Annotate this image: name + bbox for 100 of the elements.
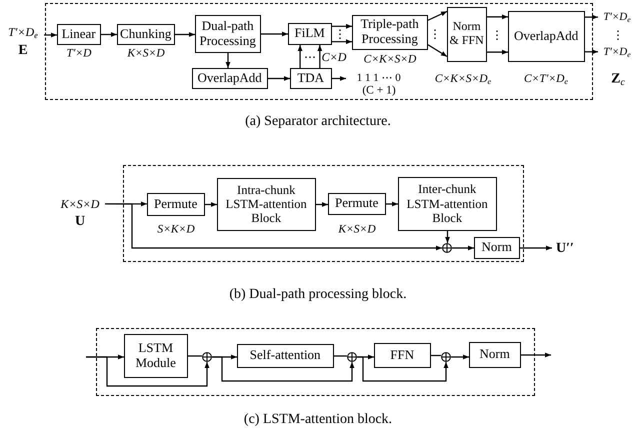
box-label: LSTM Module	[134, 340, 177, 371]
tensor-shape-label: C×K×S×D	[364, 54, 416, 66]
tensor-shape-label: T′×D$_{e}$	[8, 25, 38, 42]
process-box	[146, 192, 205, 216]
tensor-symbol: U′′	[552, 240, 578, 256]
process-box	[288, 22, 332, 45]
connector-line	[188, 355, 202, 357]
vertical-ellipsis: ⋮	[429, 28, 441, 40]
tensor-shape-label: C×T′×D$_{e}$	[524, 74, 568, 86]
dashed-frame	[45, 3, 593, 100]
process-box	[192, 68, 268, 89]
box-label: FiLM	[294, 26, 325, 42]
box-label: Self-attention	[250, 348, 321, 364]
ellipsis: ⋯	[304, 51, 316, 63]
arrow	[298, 45, 302, 68]
arrow	[428, 44, 448, 57]
tensor-symbol: E	[18, 42, 28, 60]
arrow	[317, 45, 322, 68]
arrow	[226, 53, 230, 68]
adder-icon	[202, 352, 212, 362]
arrow	[487, 50, 508, 54]
figure-caption: (b) Dual-path processing block.	[229, 288, 407, 302]
box-label: Linear	[62, 26, 96, 42]
figure-caption: (a) Separator architecture.	[245, 115, 391, 129]
arrow	[86, 356, 210, 387]
count-label: (C + 1)	[362, 85, 396, 97]
arrow	[357, 356, 448, 382]
process-box	[508, 10, 585, 62]
tensor-shape-label: C×D	[322, 51, 346, 63]
tensor-shape-label: S×K×D	[157, 224, 195, 236]
box-label: Triple-path Processing	[360, 17, 420, 48]
arrow	[585, 14, 598, 20]
arrow	[445, 231, 450, 243]
arrow	[316, 202, 328, 207]
arrow	[261, 32, 288, 36]
arrow	[451, 354, 469, 360]
arrow	[386, 202, 398, 206]
arrow	[44, 32, 57, 38]
process-box	[236, 344, 334, 368]
box-label: Permute	[154, 196, 198, 212]
process-box	[474, 236, 520, 259]
process-box	[446, 6, 487, 62]
box-label: Permute	[335, 196, 378, 212]
process-box	[398, 176, 497, 231]
arrow	[212, 356, 354, 382]
tensor-shape-label: C×K×S×D$_{e}$	[434, 74, 492, 86]
arrow	[487, 14, 508, 20]
process-box	[116, 24, 175, 45]
arrow	[268, 76, 290, 81]
arrow	[101, 32, 117, 37]
adder-icon	[442, 242, 452, 253]
box-label: FFN	[390, 348, 414, 363]
tensor-shape-label: K×S×D	[127, 48, 165, 60]
output-symbol: Z$_{c}$	[611, 72, 625, 88]
box-label: Norm	[480, 347, 510, 362]
arrow	[428, 10, 448, 21]
process-box	[328, 192, 386, 215]
figure-caption: (c) LSTM-attention block.	[244, 413, 392, 427]
box-label: Norm	[482, 240, 512, 256]
arrow	[105, 203, 442, 250]
dashed-frame	[96, 328, 535, 396]
process-box	[290, 68, 332, 89]
tensor-symbol: U	[74, 212, 86, 231]
mask-vector-label: 1 1 1 ⋯ 0	[346, 70, 412, 86]
process-box	[56, 24, 101, 45]
arrow	[332, 39, 352, 44]
tensor-shape-label: K×S×D	[60, 197, 100, 213]
connector-line	[334, 355, 347, 357]
process-box	[352, 14, 428, 50]
box-label: Dual-path Processing	[198, 18, 257, 49]
process-box	[124, 334, 188, 378]
box-label: Chunking	[120, 26, 172, 42]
arrow	[205, 202, 217, 207]
arrow	[585, 49, 598, 54]
vertical-ellipsis: ⋮	[612, 29, 624, 41]
tensor-shape-label: T′×D	[66, 48, 92, 60]
box-label: TDA	[297, 70, 324, 86]
connector-line	[431, 354, 441, 356]
arrow	[452, 246, 474, 250]
box-label: OverlapAdd	[514, 28, 578, 44]
dashed-frame	[123, 165, 524, 262]
arrow	[332, 24, 352, 29]
vertical-ellipsis: ⋮	[491, 29, 503, 41]
arrow	[175, 32, 195, 37]
vertical-ellipsis: ⋮	[334, 28, 346, 40]
box-label: Norm & FFN	[448, 20, 485, 48]
tensor-shape-label: T′×D$_{e}$	[598, 45, 636, 60]
adder-icon	[346, 352, 357, 362]
box-label: Inter-chunk LSTM-attention Block	[406, 182, 489, 226]
tensor-shape-label: T′×D$_{e}$	[598, 10, 636, 25]
tensor-shape-label: K×S×D	[338, 224, 376, 236]
arrow	[520, 246, 552, 250]
arrow	[521, 352, 551, 358]
box-label: OverlapAdd	[198, 70, 262, 86]
process-box	[216, 178, 316, 231]
process-box	[374, 342, 431, 368]
adder-icon	[440, 352, 451, 362]
box-label: Intra-chunk LSTM-attention Block	[224, 182, 308, 226]
arrow	[332, 76, 346, 81]
process-box	[468, 342, 521, 368]
